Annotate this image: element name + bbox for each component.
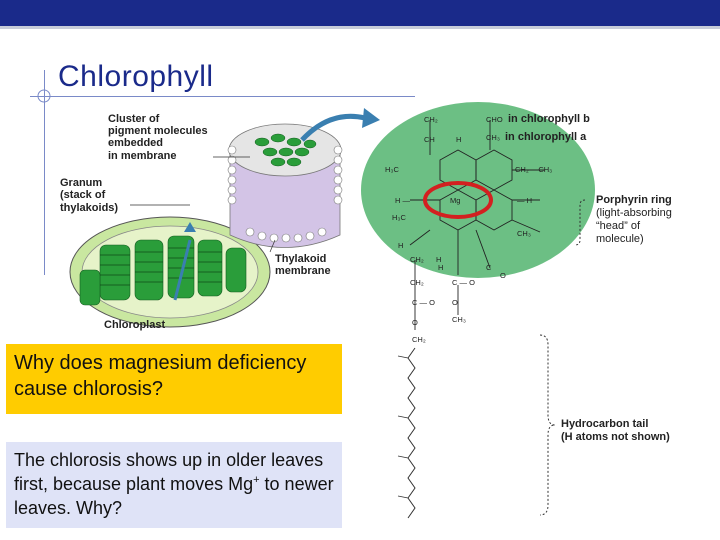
- svg-text:C — O: C — O: [412, 298, 435, 307]
- svg-text:CH₂: CH₂: [410, 255, 424, 264]
- svg-text:CH₂: CH₂: [412, 335, 426, 344]
- granum-label-3: thylakoids): [60, 202, 118, 214]
- svg-text:O: O: [452, 298, 458, 307]
- cluster-label-1: Cluster of: [108, 113, 160, 125]
- svg-text:CH₃: CH₃: [517, 229, 531, 238]
- svg-text:CH₂: CH₂: [410, 278, 424, 287]
- cluster-label-4: in membrane: [108, 150, 176, 162]
- tail-label-1: Hydrocarbon tail: [561, 418, 648, 430]
- porphyrin-circle: [361, 102, 595, 278]
- granum-label-1: Granum: [60, 177, 102, 189]
- mg-label: Mg: [450, 196, 460, 205]
- svg-text:O: O: [500, 271, 506, 280]
- porphyrin-label-1: Porphyrin ring: [596, 194, 672, 206]
- svg-text:O: O: [412, 318, 418, 327]
- question-text: Why does magnesium deficiency cause chlo…: [14, 352, 306, 400]
- thylakoid-label-2: membrane: [275, 265, 331, 277]
- svg-text:CH₃: CH₃: [452, 315, 466, 324]
- svg-text:CH: CH: [424, 135, 435, 144]
- porphyrin-label-3: “head” of: [596, 220, 641, 232]
- thylakoid-membrane-illustration: [228, 108, 380, 248]
- svg-text:C: C: [486, 263, 492, 272]
- granum-label-2: (stack of: [60, 189, 106, 201]
- chl-b-label: in chlorophyll b: [508, 113, 590, 125]
- ch3-prefix: CH₃: [486, 133, 500, 142]
- tail-label-2: (H atoms not shown): [561, 431, 670, 443]
- svg-text:H: H: [398, 241, 403, 250]
- cluster-label-2: pigment molecules: [108, 125, 208, 137]
- svg-text:H: H: [456, 135, 461, 144]
- answer-box: The chlorosis shows up in older leaves f…: [6, 442, 342, 528]
- svg-text:H —: H —: [395, 196, 411, 205]
- chl-a-label: in chlorophyll a: [505, 131, 587, 143]
- svg-text:— H: — H: [517, 196, 532, 205]
- svg-text:H₃C: H₃C: [392, 213, 406, 222]
- svg-text:CH₂ —CH₃: CH₂ —CH₃: [515, 165, 552, 174]
- hydrocarbon-tail: [408, 348, 415, 518]
- svg-text:CH₂: CH₂: [424, 115, 438, 124]
- cluster-label-3: embedded: [108, 137, 163, 149]
- chloroplast-label: Chloroplast: [104, 319, 165, 331]
- svg-text:C — O: C — O: [452, 278, 475, 287]
- svg-text:H: H: [438, 263, 443, 272]
- svg-text:H₃C: H₃C: [385, 165, 399, 174]
- cho-prefix: CHO: [486, 115, 503, 124]
- porphyrin-label-2: (light-absorbing: [596, 207, 672, 219]
- porphyrin-label-4: molecule): [596, 233, 644, 245]
- question-box: Why does magnesium deficiency cause chlo…: [6, 344, 342, 414]
- thylakoid-label-1: Thylakoid: [275, 253, 326, 265]
